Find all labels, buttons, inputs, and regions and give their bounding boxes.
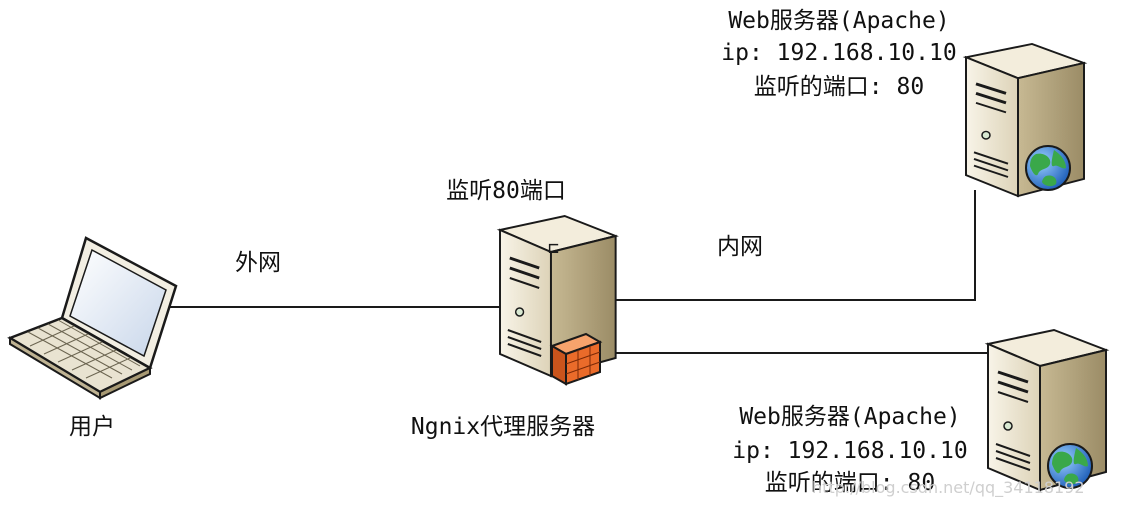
proxy-server-icon: ⊏ (498, 214, 618, 378)
user-label: 用户 (69, 414, 115, 440)
svg-text:⊏: ⊏ (548, 238, 559, 259)
proxy-server-label: Ngnix代理服务器 (410, 414, 596, 440)
web-server-1-ip: ip: 192.168.10.10 (721, 40, 957, 66)
web-server-2-title: Web服务器(Apache) (739, 404, 961, 430)
internal-link-line-top (598, 190, 976, 301)
web-server-1-port: 监听的端口: 80 (753, 74, 925, 100)
proxy-listen-label: 监听80端口 (446, 178, 566, 204)
internal-network-label: 内网 (717, 234, 763, 260)
external-network-label: 外网 (235, 250, 281, 276)
globe-icon-1 (1025, 145, 1071, 191)
web-server-1-title: Web服务器(Apache) (728, 8, 950, 34)
web-server-2-port: 监听的端口: 80 (764, 470, 936, 496)
firewall-icon (549, 332, 603, 386)
web-server-2-ip: ip: 192.168.10.10 (732, 438, 968, 464)
laptop-icon (7, 236, 178, 400)
watermark: http://blog.csdn.net/qq_34118192 (812, 478, 1085, 497)
connection-lines (166, 190, 1012, 354)
